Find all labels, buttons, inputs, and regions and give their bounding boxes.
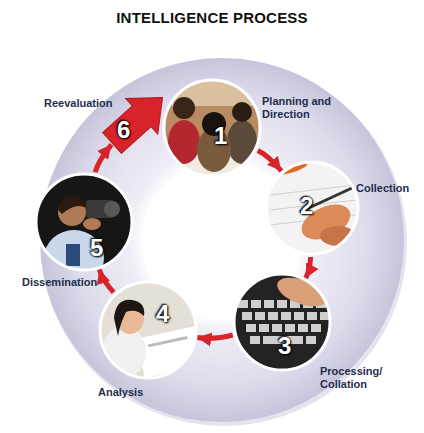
meeting-photo xyxy=(156,76,268,192)
step-number: 2 xyxy=(300,192,313,220)
photo-rim xyxy=(36,174,132,270)
photo-rim xyxy=(100,282,196,378)
step-number: 6 xyxy=(117,116,130,144)
photo-circle: 4Analysis xyxy=(100,282,196,378)
photo-circle: 1Planning and Direction xyxy=(164,80,260,176)
flow-arrow xyxy=(197,335,232,338)
photo-rim xyxy=(234,274,330,370)
keyboard-photo xyxy=(232,272,332,372)
step-number: 4 xyxy=(156,300,169,328)
reevaluation-arrow xyxy=(100,75,170,157)
step-label: Collection xyxy=(356,182,418,195)
writing-photo xyxy=(264,159,360,256)
reading-photo xyxy=(98,280,205,380)
photo-rim xyxy=(164,80,260,176)
flow-arrow xyxy=(306,257,311,278)
photo-circle: 5Dissemination xyxy=(36,174,132,270)
step-label: Processing/ Collation xyxy=(320,365,392,391)
step-label: Dissemination xyxy=(22,276,114,289)
step-number: 5 xyxy=(90,234,103,262)
photo-rim xyxy=(266,162,358,254)
photo-circle: 3Processing/ Collation xyxy=(234,274,330,370)
photo-circle: 2Collection xyxy=(266,162,358,254)
flow-arrow xyxy=(95,145,111,173)
arrow-step: 6Reevaluation xyxy=(100,75,170,157)
diagram-title: INTELLIGENCE PROCESS xyxy=(0,9,424,26)
step-label: Planning and Direction xyxy=(262,95,342,121)
step-label: Analysis xyxy=(98,386,164,399)
camera-photo xyxy=(34,172,134,286)
step-number: 1 xyxy=(214,122,227,150)
ring-band xyxy=(40,58,404,422)
flow-arrow xyxy=(258,150,282,171)
flow-arrow xyxy=(99,270,113,293)
step-label: Reevaluation xyxy=(44,97,118,110)
step-number: 3 xyxy=(278,332,291,360)
